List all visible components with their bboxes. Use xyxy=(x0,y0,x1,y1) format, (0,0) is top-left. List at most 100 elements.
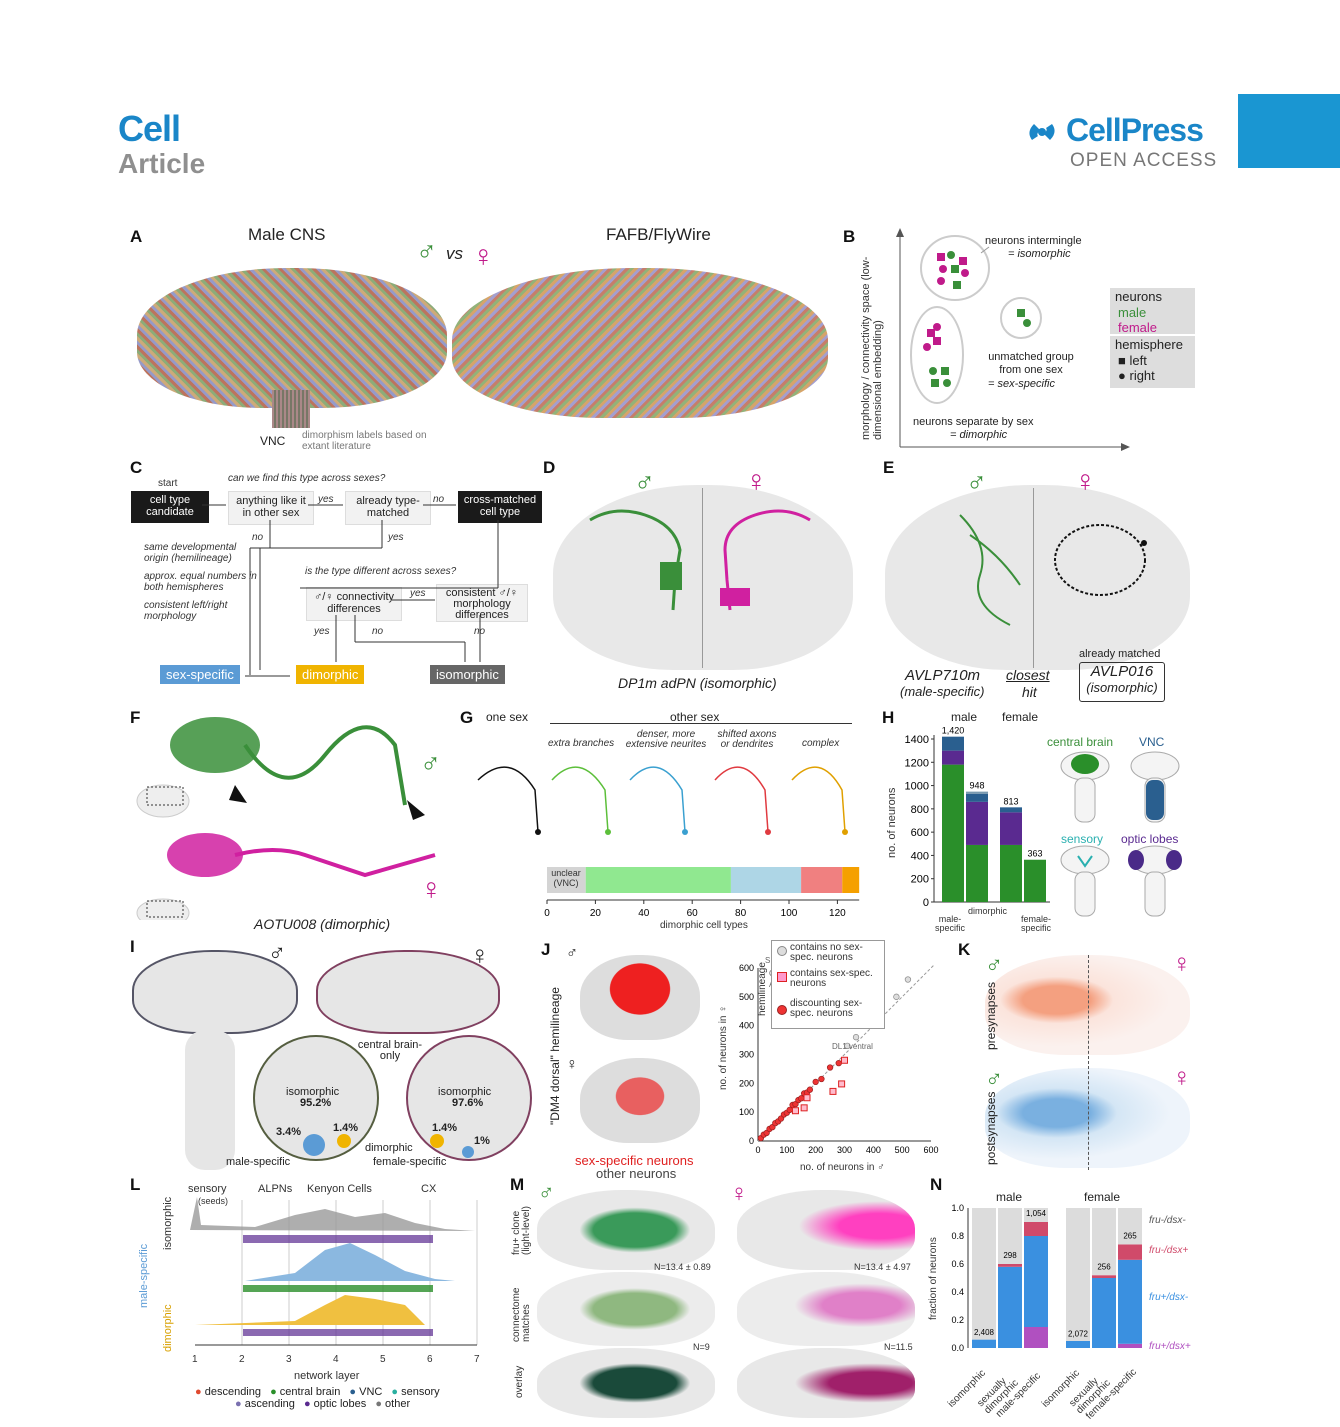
panel-e-female-icon: ♀ xyxy=(1074,465,1097,498)
n-bar-5-seg-2 xyxy=(1118,1244,1142,1260)
panel-e-divider xyxy=(1033,488,1034,668)
panel-h-xcat2: dimorphic xyxy=(968,906,1008,916)
j-square-0 xyxy=(791,1107,799,1115)
legend-dot-icon: ● xyxy=(270,1386,277,1398)
panel-n-female: female xyxy=(1084,1190,1121,1204)
panel-j-female-icon: ♀ xyxy=(566,1056,578,1073)
panel-i-f-a: 1.4% xyxy=(432,1122,458,1134)
panel-j-leg1: contains no sex-spec. neurons xyxy=(790,942,863,963)
panel-g-c1: extra branches xyxy=(548,738,615,749)
j-square-3 xyxy=(841,1056,848,1064)
panel-l-tick-2: 2 xyxy=(239,1354,245,1365)
panel-g-one-sex: one sex xyxy=(486,710,529,724)
h-bar-label-0: 1,420 xyxy=(942,726,965,736)
panel-e-neurons xyxy=(959,514,1147,626)
legend-dot-icon: ● xyxy=(375,1398,382,1410)
panel-g-c3: shifted axons or dendrites xyxy=(717,729,777,750)
panel-l-xlabel: network layer xyxy=(294,1370,360,1382)
panel-l-row1: isomorphic xyxy=(162,1196,174,1250)
panel-h-legend-cb: central brain xyxy=(1047,735,1114,749)
n-bar-3-seg-0 xyxy=(1066,1341,1090,1348)
panel-l-tick-3: 3 xyxy=(286,1354,292,1365)
panel-e-mid: closest xyxy=(1006,667,1050,683)
panel-j-male-brain xyxy=(580,955,700,1040)
outcome-isomorphic: isomorphic xyxy=(430,665,505,684)
n-bar-4-seg-2 xyxy=(1092,1208,1116,1276)
h-bar-2-seg-2 xyxy=(1000,807,1022,813)
panel-n-leg3: fru+/dsx- xyxy=(1149,1292,1189,1303)
panel-b-schematic xyxy=(896,228,1130,451)
h-bar-0-seg-2 xyxy=(942,736,964,751)
panel-l-leg-3: sensory xyxy=(401,1386,440,1398)
panel-j-leg3-marker xyxy=(777,1005,787,1015)
panel-a-right-title: FAFB/FlyWire xyxy=(606,225,711,244)
female-symbol-icon: ♀ xyxy=(472,240,495,273)
panel-i-female-pie xyxy=(406,1035,532,1161)
panel-label-h: H xyxy=(882,708,895,727)
yes-4: yes xyxy=(314,626,330,637)
panel-n-ylabel: fraction of neurons xyxy=(928,1237,939,1320)
n-bar-1-seg-2 xyxy=(998,1208,1022,1264)
panel-i-f-b: 1% xyxy=(474,1135,490,1147)
j-point-22 xyxy=(844,1042,851,1049)
j-ytick-0: 0 xyxy=(749,1136,754,1146)
panel-m-row1: fru+ clone (light-level) xyxy=(511,1206,532,1255)
box-morphology-diff: consistent ♂/♀ morphology differences xyxy=(436,584,528,622)
panel-h-male: male xyxy=(951,710,978,724)
panel-i-female-specific-dot xyxy=(462,1146,474,1158)
question-1: can we find this type across sexes? xyxy=(228,473,386,484)
panel-l-tick-1: 1 xyxy=(192,1354,198,1365)
panel-e-left-sub: (male-specific) xyxy=(900,684,985,699)
h-bar-0-seg-1 xyxy=(942,750,964,765)
separate-sub: = dimorphic xyxy=(950,429,1008,441)
panel-i-male-specific: male-specific xyxy=(226,1156,291,1168)
intermingle-sub: = isomorphic xyxy=(1008,248,1071,260)
g-bar-segment-2 xyxy=(730,867,802,893)
yes-2: yes xyxy=(388,532,404,543)
panel-h-legend-sensory: sensory xyxy=(1061,832,1104,846)
h-ytick-label-4: 800 xyxy=(911,804,929,816)
panel-l-leg-4: ascending xyxy=(244,1398,295,1410)
panel-m-n1f: N=13.4 ± 4.97 xyxy=(854,1262,911,1272)
unmatched-sub: = sex-specific xyxy=(988,378,1055,390)
legend-dot-icon: ● xyxy=(391,1386,399,1398)
panel-i-female-specific: female-specific xyxy=(373,1156,447,1168)
panel-label-a: A xyxy=(130,227,143,246)
n-bar-2-seg-2 xyxy=(1024,1222,1048,1236)
n-bar-5-seg-0 xyxy=(1118,1343,1142,1348)
g-tick-label-5: 100 xyxy=(781,908,798,919)
box-anything-like-it: anything like it in other sex xyxy=(228,491,314,525)
panel-h-xcat1: male-specific xyxy=(934,914,965,933)
panel-l-cx: CX xyxy=(421,1183,437,1195)
panel-e-brain-outline xyxy=(885,485,1190,670)
h-bar-0-seg-0 xyxy=(942,764,964,902)
open-access-label: OPEN ACCESS xyxy=(1070,150,1218,171)
panel-m-female-row2 xyxy=(737,1272,915,1346)
panel-g-other-sex: other sex xyxy=(670,710,720,724)
panel-i-male-dimorphic-dot xyxy=(337,1134,351,1148)
panel-d-divider xyxy=(702,488,703,668)
j-point-25 xyxy=(893,993,900,1000)
outcome-dimorphic: dimorphic xyxy=(296,665,365,684)
n-count-2: 1,054 xyxy=(1026,1209,1047,1218)
circle-icon: ● xyxy=(1118,368,1126,383)
separate-label: neurons separate by sex xyxy=(913,416,1034,428)
n-ytick-5: 1.0 xyxy=(951,1203,964,1213)
panel-e-right-name: AVLP016 xyxy=(1090,663,1154,680)
n-count-1: 298 xyxy=(1003,1251,1017,1260)
h-bar-2-seg-0 xyxy=(1000,844,1022,902)
question-2: is the type different across sexes? xyxy=(305,566,457,577)
panel-l-leg-6: other xyxy=(385,1398,411,1410)
panel-d-caption: DP1m adPN (isomorphic) xyxy=(618,675,777,691)
panel-m-male-row1 xyxy=(537,1190,715,1270)
outcome-sex-specific: sex-specific xyxy=(160,665,240,684)
panel-g-unclear: unclear (VNC) xyxy=(551,868,581,888)
panel-label-b: B xyxy=(843,227,856,246)
panel-e-right-sub: (isomorphic) xyxy=(1086,680,1158,695)
g-bar-segment-0 xyxy=(547,867,586,893)
j-ytick-6: 600 xyxy=(739,963,754,973)
panel-k-post-brain xyxy=(985,1068,1190,1168)
start-label: start xyxy=(158,478,178,489)
panel-m-female-row3 xyxy=(737,1348,915,1418)
legend-hemisphere-box: hemisphere ■ left ● right xyxy=(1110,336,1195,388)
